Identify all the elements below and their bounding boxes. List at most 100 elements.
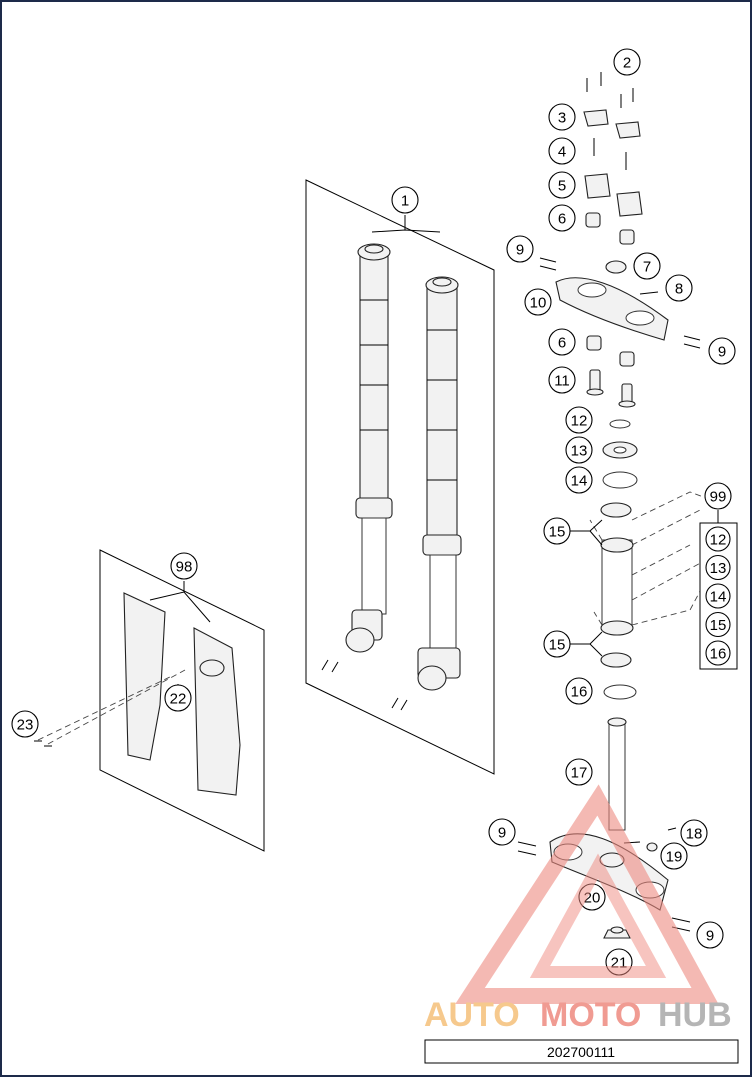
- kit-item-circle: [705, 526, 731, 552]
- callout-circle: [170, 552, 198, 580]
- callout-number: 16: [571, 684, 588, 701]
- callout-number: 18: [686, 826, 703, 843]
- callout-c13: 13: [565, 436, 593, 464]
- callout-number: 10: [530, 295, 547, 312]
- callout-c18: 18: [680, 819, 708, 847]
- callout-circle: [565, 677, 593, 705]
- callout-number: 9: [498, 825, 506, 842]
- fork-axle-screws: [321, 659, 408, 711]
- callout-c1: 1: [391, 186, 419, 214]
- fork-legs-panel: [305, 179, 495, 775]
- callout-c8: 8: [665, 274, 693, 302]
- callout-number: 99: [710, 489, 727, 506]
- kit-item-number: 12: [710, 532, 727, 549]
- drawing-code-box: 202700111: [424, 1039, 739, 1064]
- callout-circle: [708, 337, 736, 365]
- dust-seal: [603, 684, 637, 700]
- callout-circle: [164, 684, 192, 712]
- kit-item-12: 12: [705, 526, 731, 552]
- callout-circle: [696, 921, 724, 949]
- callout-c5: 5: [548, 171, 576, 199]
- callout-circle: [565, 406, 593, 434]
- watermark-auto: AUTO: [424, 996, 520, 1034]
- callout-number: 6: [558, 335, 566, 352]
- callout-number: 8: [675, 281, 683, 298]
- kit-item-number: 13: [710, 560, 727, 577]
- kit-item-16: 16: [705, 640, 731, 666]
- left-fork-protector: [123, 592, 166, 761]
- callout-circle: [11, 710, 39, 738]
- callout-circle: [506, 235, 534, 263]
- kit-item-circle: [705, 583, 731, 609]
- callout-c2: 2: [613, 48, 641, 76]
- callout-number: 5: [558, 178, 566, 195]
- drawing-code: 202700111: [547, 1044, 615, 1060]
- callout-c6b: 6: [548, 328, 576, 356]
- callout-c9a: 9: [506, 235, 534, 263]
- callout-circle: [543, 630, 571, 658]
- right-fork-protector: [193, 627, 241, 796]
- callout-circle: [660, 842, 688, 870]
- callout-number: 15: [549, 524, 566, 541]
- callout-c10: 10: [524, 288, 552, 316]
- watermark-inner-triangle: [529, 853, 667, 978]
- callout-number: 14: [571, 473, 588, 490]
- callout-c9c: 9: [488, 818, 516, 846]
- callout-circle: [548, 328, 576, 356]
- callout-circle: [391, 186, 419, 214]
- callout-circle: [633, 252, 661, 280]
- kit-item-number: 16: [710, 646, 727, 663]
- right-fork-leg: [417, 276, 462, 691]
- upper-triple-clamp: [539, 257, 701, 349]
- callout-number: 98: [176, 559, 193, 576]
- callout-number: 13: [571, 443, 588, 460]
- left-fork-leg: [345, 243, 393, 653]
- callout-circle: [680, 819, 708, 847]
- callout-number: 17: [571, 765, 588, 782]
- callout-c15a: 15: [543, 517, 571, 545]
- callout-number: 9: [718, 344, 726, 361]
- callout-number: 4: [558, 144, 566, 161]
- callout-number: 19: [666, 849, 683, 866]
- callout-number: 9: [706, 928, 714, 945]
- callout-circle: [488, 818, 516, 846]
- callout-circle: [565, 758, 593, 786]
- callout-number: 11: [554, 373, 570, 390]
- callout-number: 23: [17, 717, 34, 734]
- callout-circle: [543, 517, 571, 545]
- callout-number: 22: [170, 691, 187, 708]
- callout-c4: 4: [548, 137, 576, 165]
- callout-circle: [524, 288, 552, 316]
- watermark-triangle: [455, 784, 719, 1004]
- lower-bearing: [600, 652, 632, 668]
- callout-c9b: 9: [708, 337, 736, 365]
- callout-c6a: 6: [548, 204, 576, 232]
- kit-item-13: 13: [705, 554, 731, 581]
- callout-c7: 7: [633, 252, 661, 280]
- callout-number: 9: [516, 242, 524, 259]
- callout-c23: 23: [11, 710, 39, 738]
- kit-item-circle: [705, 554, 731, 581]
- callout-number: 12: [571, 413, 588, 430]
- callout-c19: 19: [660, 842, 688, 870]
- callout-number: 7: [643, 259, 651, 276]
- callout-circle: [548, 204, 576, 232]
- lower-mount-parts: [586, 335, 636, 408]
- callout-circle: [548, 171, 576, 199]
- fork-legs-group: [305, 179, 495, 775]
- handlebar-clamp-parts: [583, 72, 643, 245]
- callout-c9d: 9: [696, 921, 724, 949]
- callout-circle: [613, 48, 641, 76]
- callout-circle: [665, 274, 693, 302]
- kit-item-14: 14: [705, 583, 731, 609]
- callout-c14: 14: [565, 466, 593, 494]
- callout-c16: 16: [565, 677, 593, 705]
- callout-c98: 98: [170, 552, 198, 580]
- kit-item-circle: [705, 611, 731, 638]
- kit-item-15: 15: [705, 611, 731, 638]
- callout-circle: [565, 436, 593, 464]
- callout-c15b: 15: [543, 630, 571, 658]
- callout-c17: 17: [565, 758, 593, 786]
- watermark: AUTO MOTO HUB: [424, 784, 732, 1034]
- callout-c22: 22: [164, 684, 192, 712]
